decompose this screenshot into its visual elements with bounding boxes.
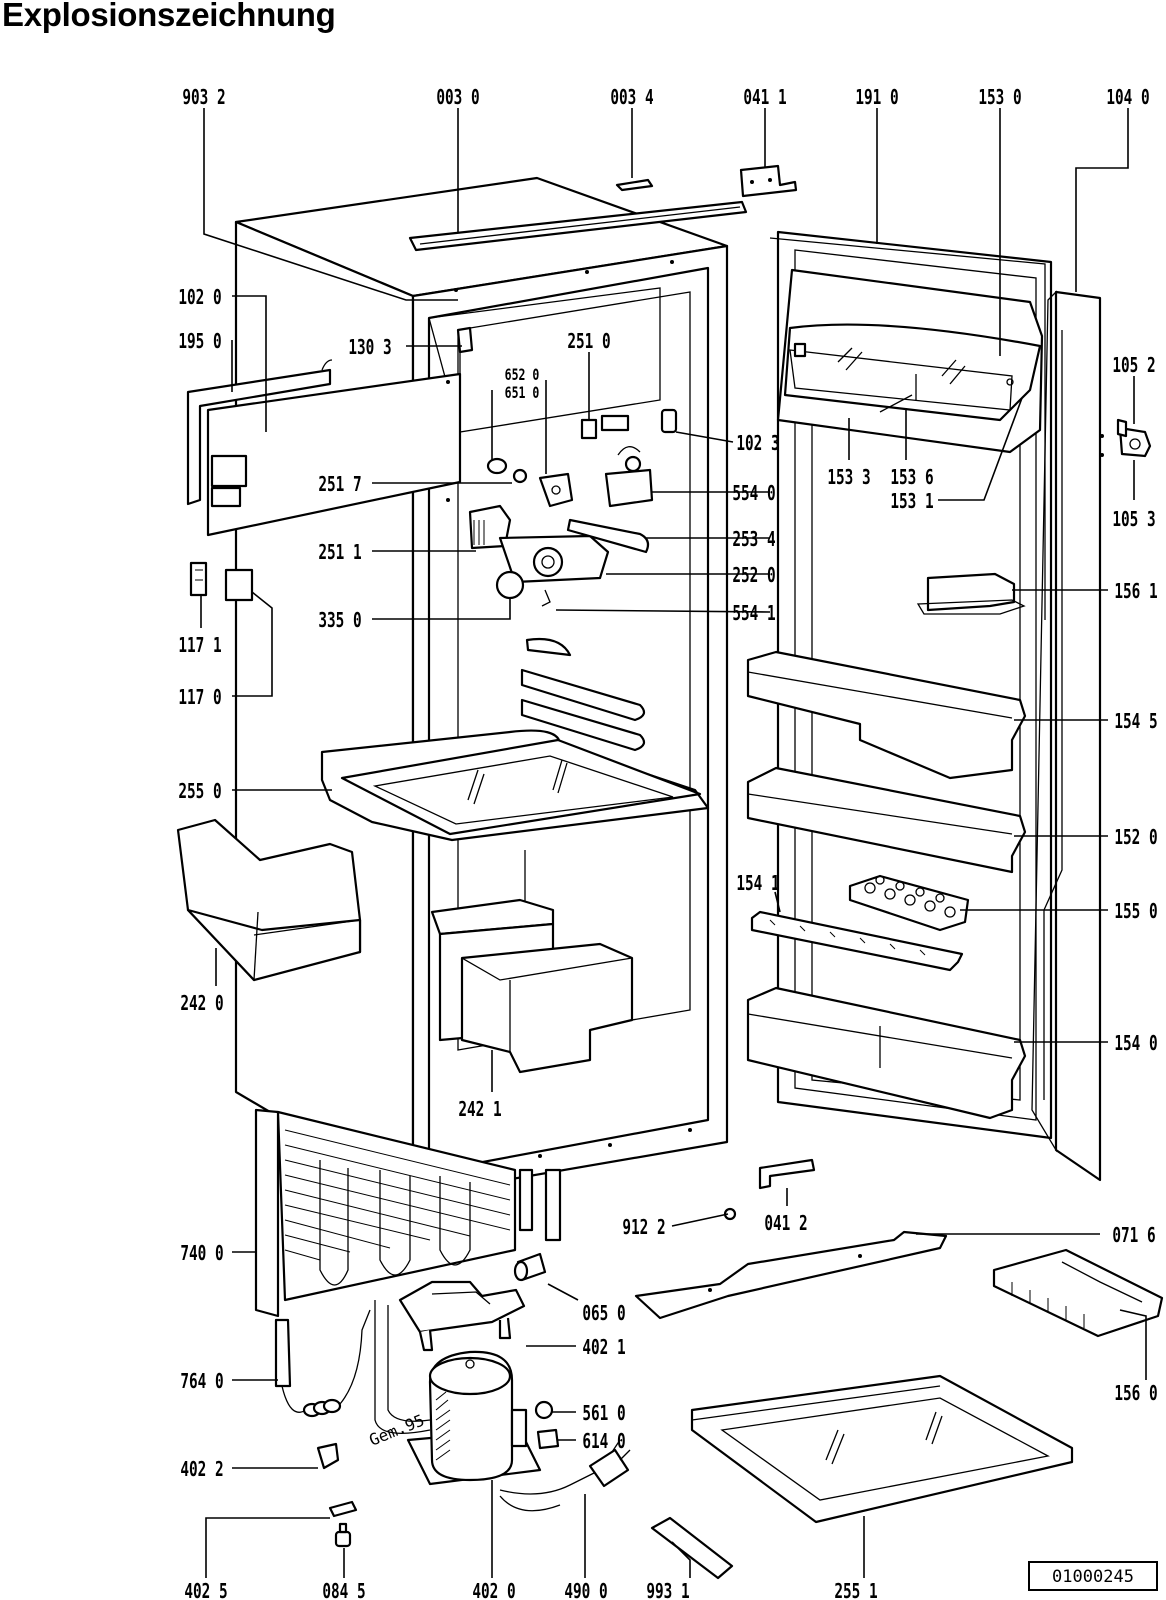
label-153-3: 153 3: [827, 467, 870, 490]
label-251-0: 251 0: [567, 331, 610, 354]
label-156-0: 156 0: [1114, 1383, 1157, 1406]
label-102-3: 102 3: [736, 433, 779, 456]
compressor: Gem.95: [366, 1300, 542, 1486]
label-156-1: 156 1: [1114, 581, 1157, 604]
label-105-2: 105 2: [1112, 355, 1155, 378]
door: [746, 230, 1102, 1182]
label-117-0: 117 0: [178, 687, 221, 710]
label-993-1: 993 1: [646, 1581, 689, 1600]
label-153-0: 153 0: [978, 87, 1021, 110]
part-number-labels: 903 2 003 0 003 4 041 1 191 0 153 0 104 …: [178, 87, 1157, 1600]
label-402-0: 402 0: [472, 1581, 515, 1600]
label-740-0: 740 0: [180, 1243, 223, 1266]
label-154-1: 154 1: [736, 873, 779, 896]
side-hinge: [1100, 418, 1152, 458]
thermostat-bulb: [274, 1309, 371, 1418]
cabinet-left-side: [234, 220, 415, 1198]
document-number-box: 01000245: [1028, 1561, 1158, 1591]
label-117-1: 117 1: [178, 635, 221, 658]
label-561-0: 561 0: [582, 1403, 625, 1426]
label-402-1: 402 1: [582, 1337, 625, 1360]
document-number: 01000245: [1052, 1567, 1134, 1587]
label-102-0: 102 0: [178, 287, 221, 310]
label-130-3: 130 3: [348, 337, 391, 360]
label-242-0: 242 0: [180, 993, 223, 1016]
freezer-flap: [186, 359, 462, 537]
ice-tray: [992, 1248, 1164, 1338]
label-084-5: 084 5: [322, 1581, 365, 1600]
label-253-4: 253 4: [732, 529, 775, 552]
label-152-0: 152 0: [1114, 827, 1157, 850]
top-cover-strip: [408, 178, 748, 252]
label-614-0: 614 0: [582, 1431, 625, 1454]
bottom-hinge: [758, 1158, 816, 1190]
leader-lines: [200, 108, 1147, 1578]
vegetable-drawer-left: [176, 818, 362, 982]
sleeve: [513, 1252, 547, 1282]
label-255-1: 255 1: [834, 1581, 877, 1600]
label-764-0: 764 0: [180, 1371, 223, 1394]
label-402-2: 402 2: [180, 1459, 223, 1482]
relay-parts: [534, 1400, 560, 1450]
label-104-0: 104 0: [1106, 87, 1149, 110]
label-912-2: 912 2: [622, 1217, 665, 1240]
vegetable-drawer-right: [430, 898, 634, 1074]
label-251-7: 251 7: [318, 474, 361, 497]
compressor-bracket: [398, 1280, 526, 1352]
label-071-6: 071 6: [1112, 1225, 1155, 1248]
control-parts: [456, 326, 678, 607]
label-153-6: 153 6: [890, 467, 933, 490]
label-154-0: 154 0: [1114, 1033, 1157, 1056]
label-490-0: 490 0: [564, 1581, 607, 1600]
label-242-1: 242 1: [458, 1099, 501, 1122]
label-255-0: 255 0: [178, 781, 221, 804]
label-191-0: 191 0: [855, 87, 898, 110]
label-335-0: 335 0: [318, 610, 361, 633]
label-041-2: 041 2: [764, 1213, 807, 1236]
label-402-5: 402 5: [184, 1581, 227, 1600]
glass-shelf-upper: [320, 729, 710, 842]
label-652-0: 652 0: [505, 366, 540, 384]
label-554-1: 554 1: [732, 603, 775, 626]
label-003-4: 003 4: [610, 87, 653, 110]
mains-cable: [499, 1439, 631, 1512]
small-fasteners: [316, 1442, 358, 1548]
label-153-1: 153 1: [890, 491, 933, 514]
label-195-0: 195 0: [178, 331, 221, 354]
glass-shelf-lower: [690, 1374, 1074, 1524]
label-251-1: 251 1: [318, 542, 361, 565]
small-clips: [189, 561, 254, 602]
top-hinge: [739, 164, 798, 198]
page-title: Explosionszeichnung: [2, 0, 336, 33]
base-bar: [634, 1230, 948, 1320]
label-154-5: 154 5: [1114, 711, 1157, 734]
label-105-3: 105 3: [1112, 509, 1155, 532]
label-252-0: 252 0: [732, 565, 775, 588]
label-065-0: 065 0: [582, 1303, 625, 1326]
wedge-part: [650, 1516, 734, 1580]
condenser: [254, 1108, 562, 1318]
label-651-0: 651 0: [505, 384, 540, 402]
label-041-1: 041 1: [743, 87, 786, 110]
label-554-0: 554 0: [732, 483, 775, 506]
label-003-0: 003 0: [436, 87, 479, 110]
label-155-0: 155 0: [1114, 901, 1157, 924]
label-903-2: 903 2: [182, 87, 225, 110]
